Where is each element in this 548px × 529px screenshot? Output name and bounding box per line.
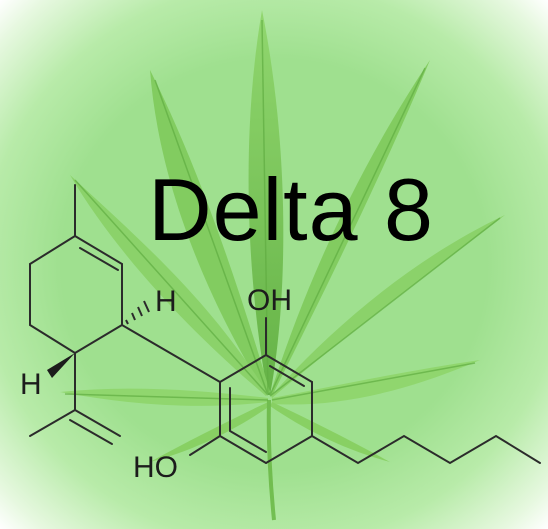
- image-title: Delta 8: [148, 160, 434, 259]
- atom-label-h-upper: H: [155, 285, 177, 318]
- cannabis-leaf-icon: [60, 10, 505, 521]
- atom-label-oh-bottom: HO: [133, 451, 178, 484]
- atom-label-h-lower: H: [20, 368, 42, 401]
- atom-label-oh-top: OH: [247, 284, 292, 317]
- molecule-structure: H H OH HO: [20, 184, 541, 484]
